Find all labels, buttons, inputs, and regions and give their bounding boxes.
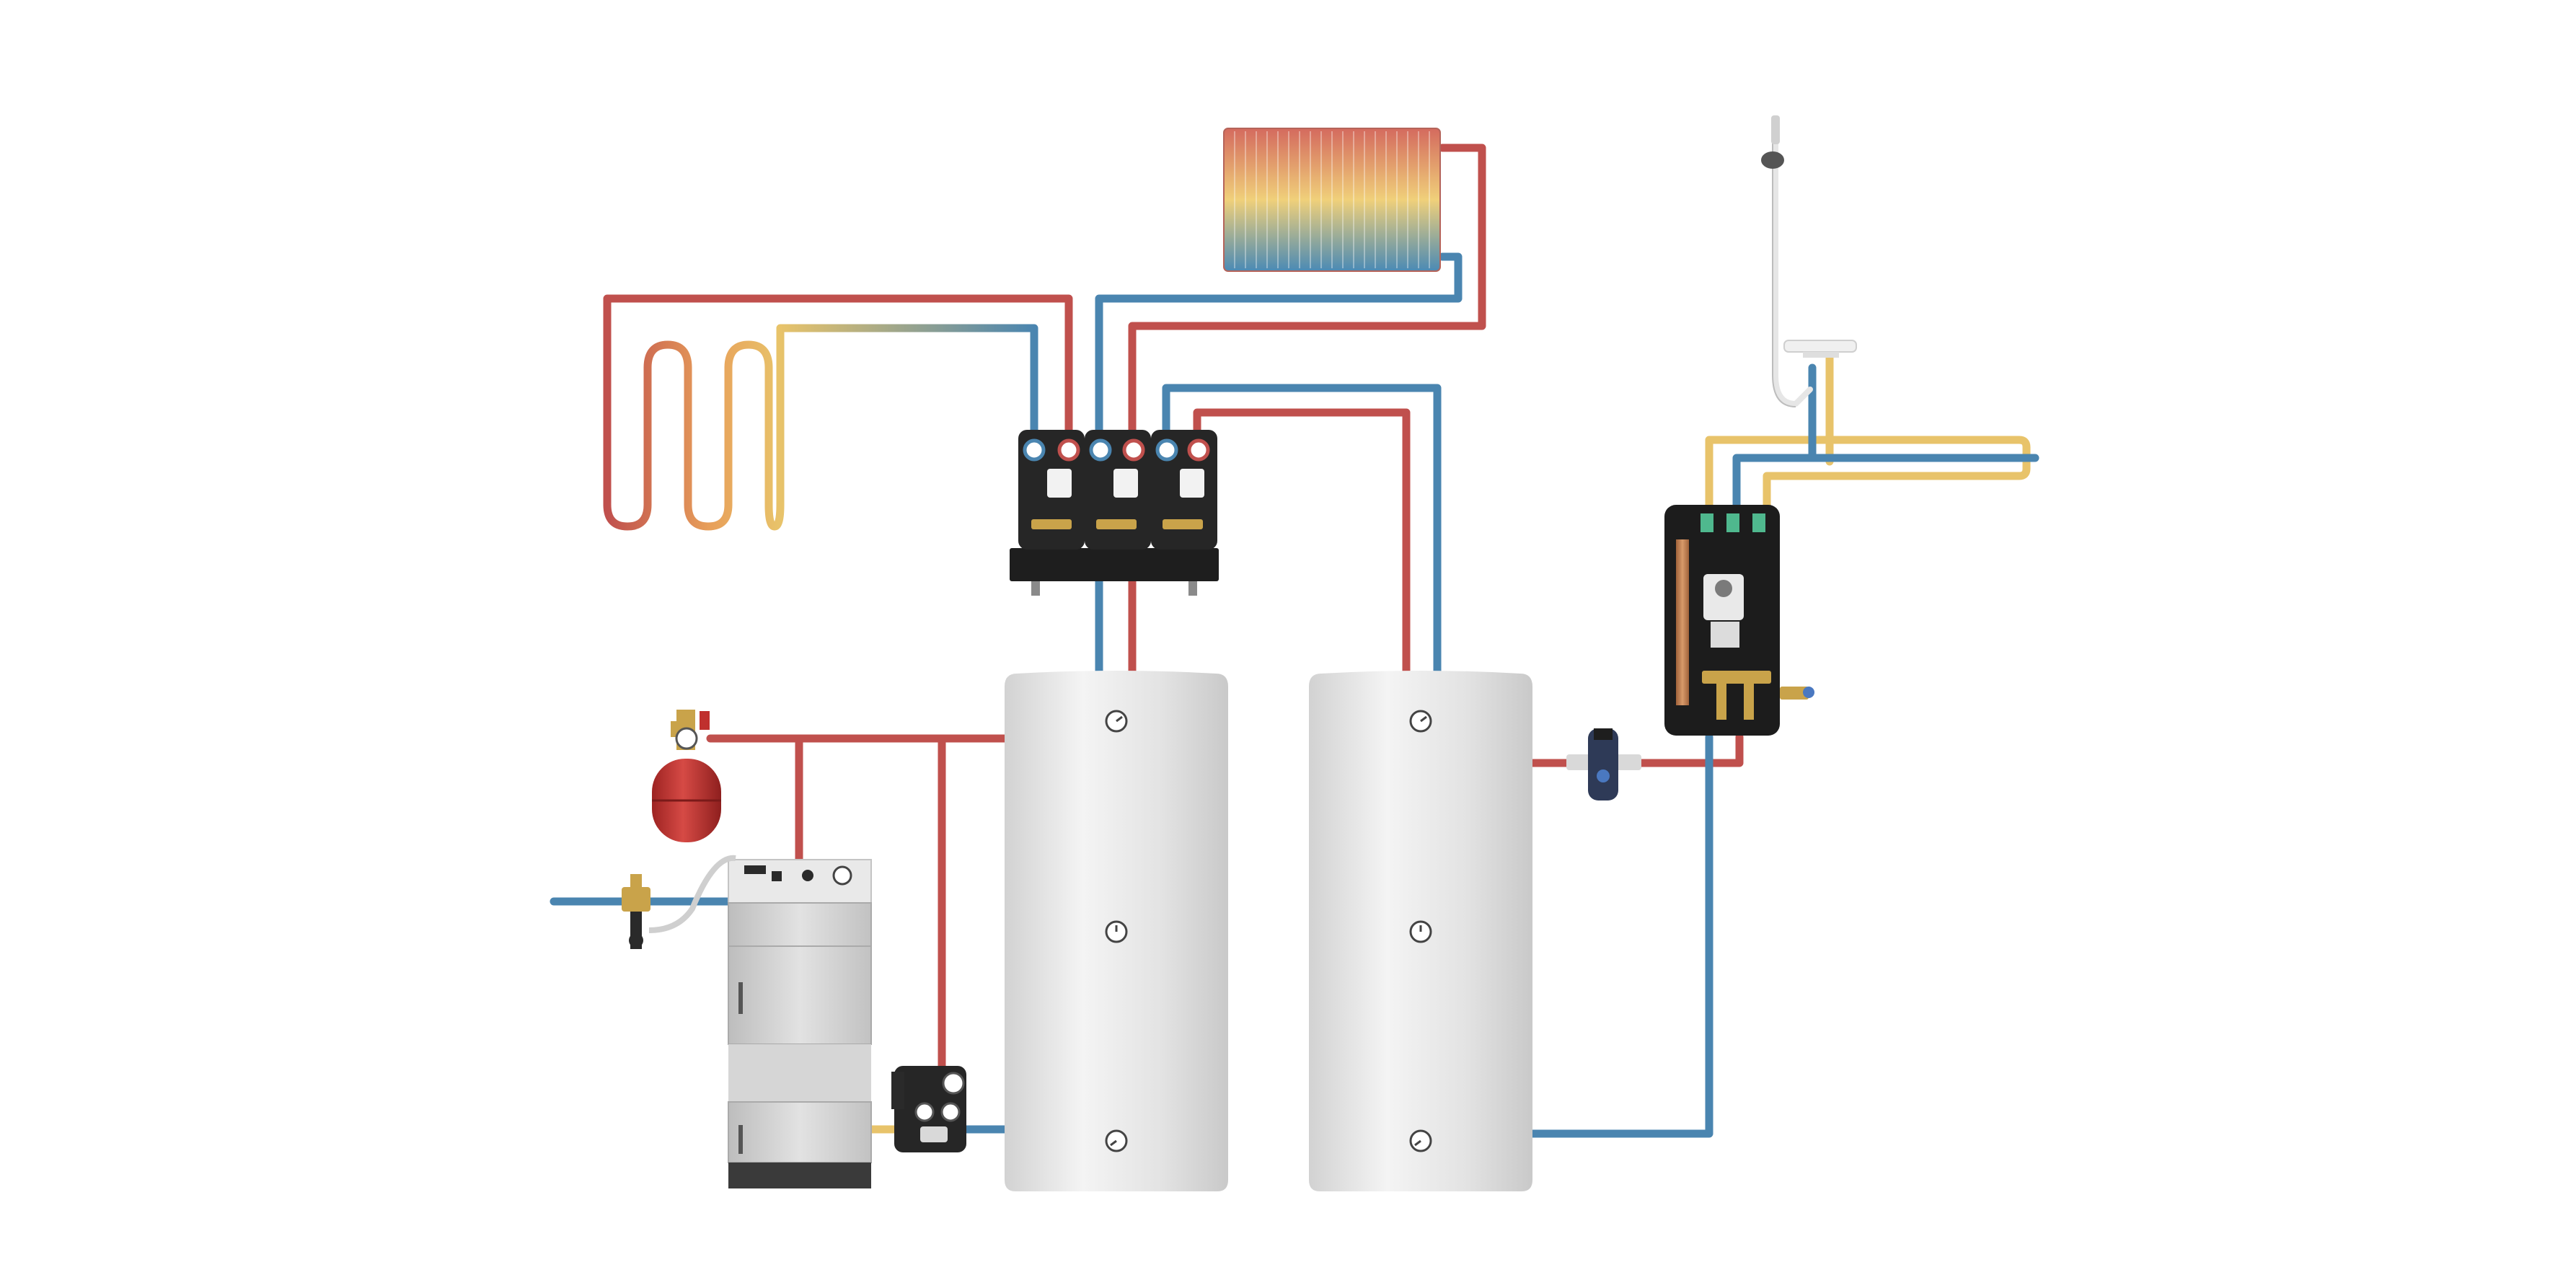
dirt-separator — [1566, 728, 1641, 800]
expansion-vessel — [652, 710, 721, 842]
boiler-charging-unit — [891, 1066, 966, 1152]
pump-group-manifold — [1010, 430, 1219, 596]
solid-fuel-boiler — [728, 859, 872, 1188]
pump-unit-2 — [1085, 430, 1151, 550]
pump-unit-1 — [1018, 430, 1085, 550]
thermometer-icon — [1105, 710, 1128, 733]
washbasin — [1783, 340, 1857, 358]
underfloor-heating-loop — [603, 340, 785, 531]
thermometer-icon — [1409, 920, 1432, 943]
fresh-water-station — [1664, 505, 1814, 736]
buffer-tank-2 — [1309, 671, 1532, 1191]
thermometer-icon — [1409, 1129, 1432, 1152]
pump-unit-3 — [1151, 430, 1217, 550]
thermometer-icon — [1105, 920, 1128, 943]
thermometer-icon — [1409, 710, 1432, 733]
thermal-safety-valve — [622, 855, 736, 949]
panel-radiator — [1223, 128, 1441, 272]
thermometer-icon — [1105, 1129, 1128, 1152]
buffer-tank-1 — [1005, 671, 1228, 1191]
shower — [1761, 115, 1784, 169]
